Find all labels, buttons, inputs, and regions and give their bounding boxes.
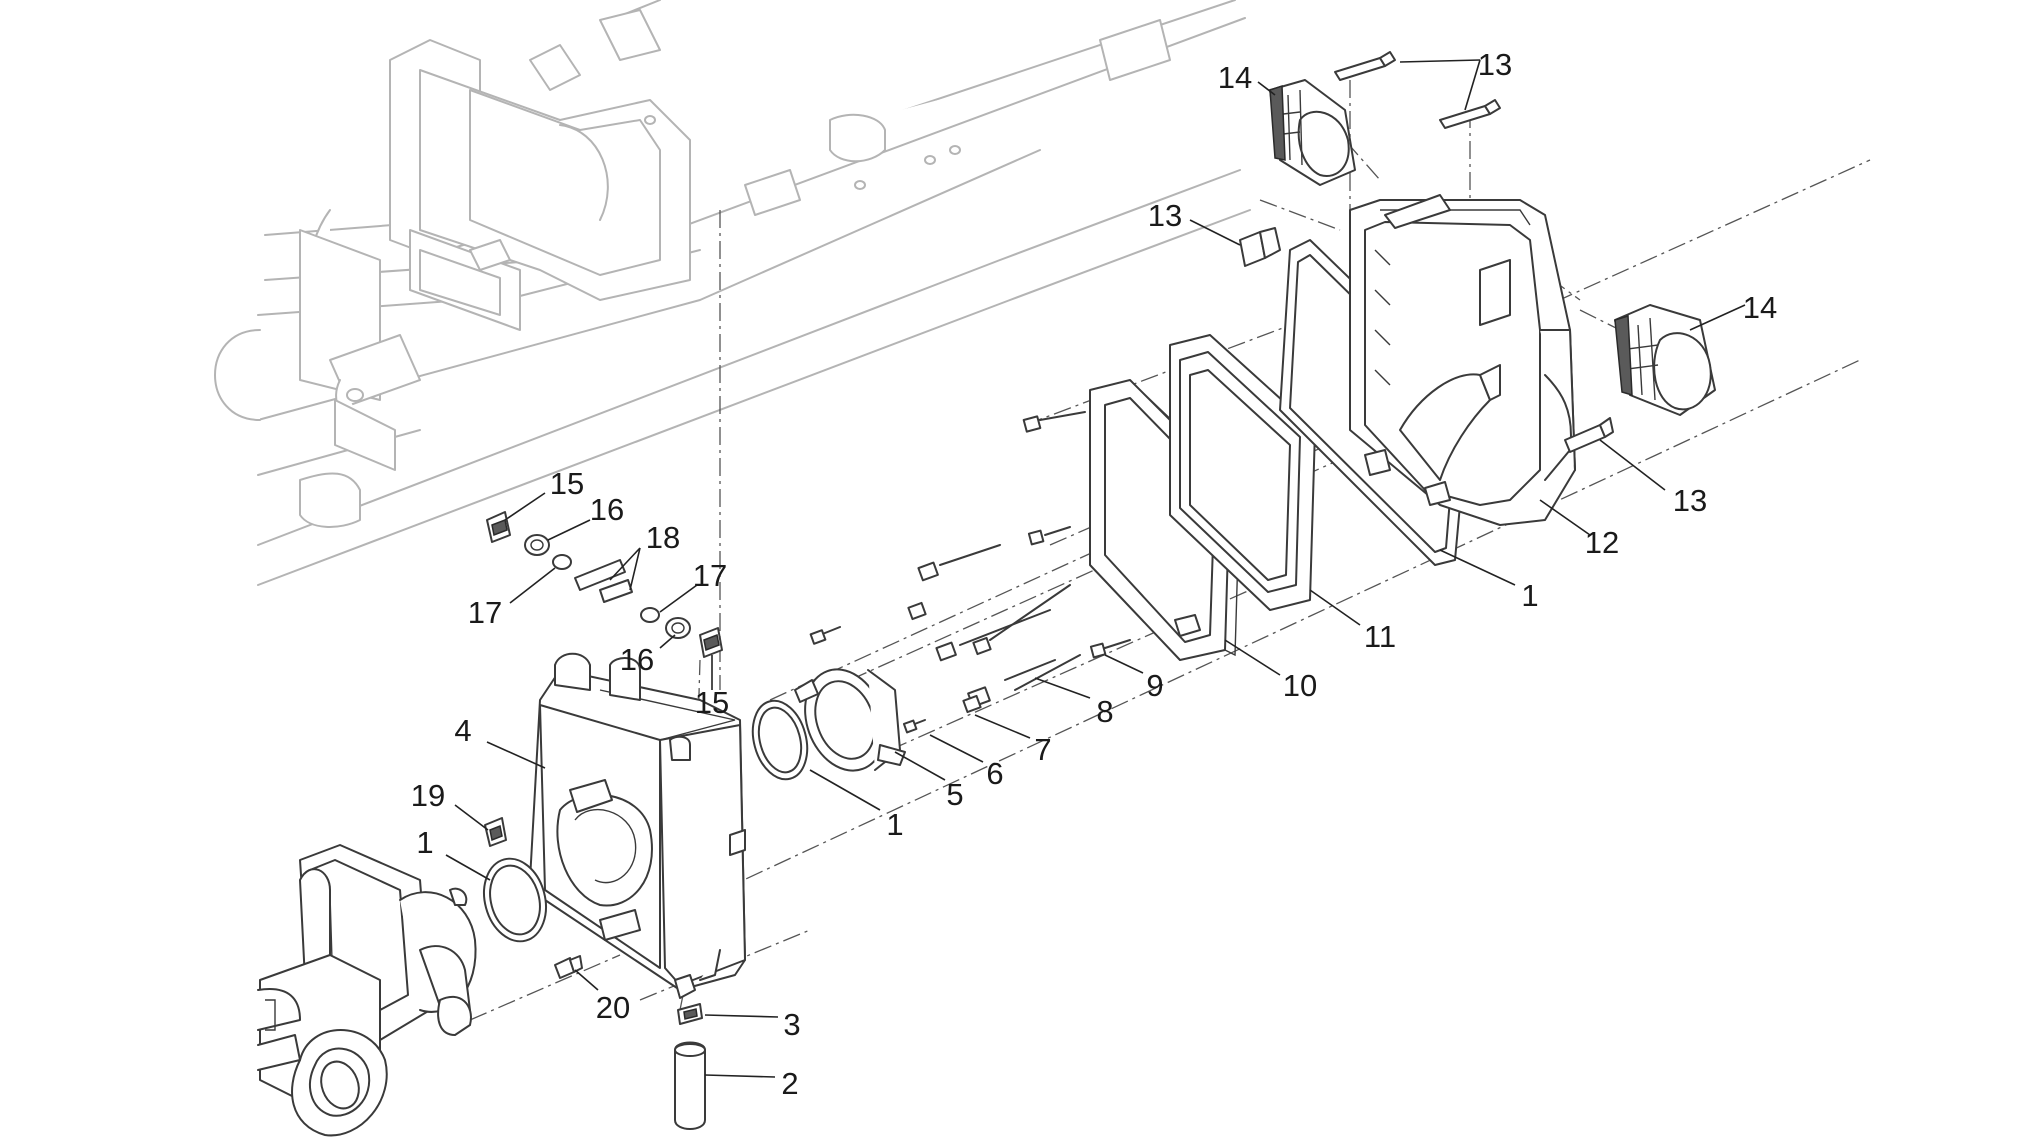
air-filter-element: [1169, 334, 1316, 611]
callout-15: 15: [695, 685, 729, 720]
callout-4: 4: [454, 713, 471, 748]
fitting-19: [484, 817, 507, 847]
air-box-lower-housing: [529, 652, 746, 999]
drain-clamp: [677, 1003, 703, 1025]
duct-flange: [794, 668, 906, 772]
o-ring-lower: [483, 857, 547, 943]
intake-snorkel-right: [1614, 304, 1716, 416]
leader-lines: [445, 59, 1746, 1078]
callout-16: 16: [590, 492, 624, 527]
callout-11: 11: [1364, 619, 1396, 654]
callout-13: 13: [1673, 483, 1707, 518]
callout-17: 17: [468, 595, 502, 630]
callout-1: 1: [886, 807, 903, 842]
clip-top-2: [1439, 99, 1501, 129]
callout-1: 1: [1521, 578, 1538, 613]
callout-18: 18: [646, 520, 680, 555]
callout-14: 14: [1218, 60, 1252, 95]
callout-10: 10: [1283, 668, 1317, 703]
fitting-20: [554, 955, 583, 979]
callout-8: 8: [1096, 694, 1113, 729]
callout-7: 7: [1034, 732, 1051, 767]
callout-15: 15: [550, 466, 584, 501]
callout-14: 14: [1743, 290, 1777, 325]
callout-16: 16: [620, 642, 654, 677]
callout-19: 19: [411, 778, 445, 813]
throttle-body: [257, 844, 477, 1137]
screws-and-bolts: [809, 411, 1131, 734]
drain-tube: [674, 1041, 706, 1130]
mounting-hardware: [486, 511, 723, 658]
callout-9: 9: [1146, 668, 1163, 703]
callout-12: 12: [1585, 525, 1619, 560]
clip-left: [1239, 227, 1281, 267]
callout-2: 2: [781, 1066, 798, 1101]
callout-13: 13: [1478, 47, 1512, 82]
vehicle-frame: [214, 0, 1251, 586]
intake-snorkel-top: [1269, 79, 1356, 186]
callout-6: 6: [986, 756, 1003, 791]
callout-13: 13: [1148, 198, 1182, 233]
clip-top-1: [1334, 51, 1396, 81]
callout-1: 1: [416, 825, 433, 860]
callout-17: 17: [693, 558, 727, 593]
callout-20: 20: [596, 990, 630, 1025]
air-box-upper-housing: [1349, 194, 1576, 526]
callout-3: 3: [783, 1007, 800, 1042]
callout-5: 5: [946, 777, 963, 812]
clip-right: [1564, 417, 1614, 453]
o-ring-middle: [751, 699, 809, 781]
